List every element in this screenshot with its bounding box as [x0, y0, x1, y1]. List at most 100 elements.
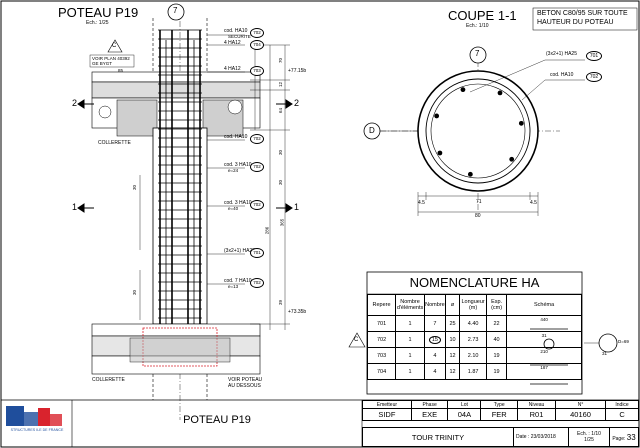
section-mark-702: 702 [586, 72, 602, 82]
cell-value: 10 [449, 336, 456, 343]
row-axis-label: D [369, 126, 375, 135]
cell-value: 703 [376, 352, 387, 359]
nomenclature-cell: 2.10 [459, 347, 487, 364]
nomenclature-cell: 440 [506, 315, 582, 332]
voir-poteau-1: VOIR POTEAU [228, 377, 263, 383]
dimension-label: 30 [278, 149, 284, 156]
elevation-callout-text: cod. 3 HA10 [224, 200, 252, 206]
dimension-label: 30 [132, 289, 138, 296]
grid-axis-bubble [167, 3, 185, 21]
nomenclature-cell: 31 [506, 331, 582, 348]
date-cell: Date : 23/03/2018 [513, 427, 569, 447]
nomenclature-cell: 12 [444, 347, 461, 364]
cell-value: 704 [376, 368, 387, 375]
cell-value: 2.73 [467, 336, 479, 343]
elevation-callout-mark: 702 [250, 162, 264, 172]
nomenclature-header: Schéma [506, 294, 582, 316]
dim-80: 80 [475, 213, 481, 219]
cartouche-value: 40160 [555, 408, 607, 421]
nomenclature-title: NOMENCLATURE HA [409, 275, 540, 290]
ech-1: 1/10 [591, 431, 601, 437]
cell-value: 25 [449, 320, 456, 327]
elevation-callout-mark: 703 [250, 66, 264, 76]
rebar-dot [434, 113, 440, 119]
section-scale: Ech.: 1/10 [466, 23, 489, 29]
elevation-callout-text: 4 HA12 [224, 66, 241, 72]
revision-c-marker: C [112, 43, 117, 49]
nomenclature-cell: 19 [485, 363, 508, 380]
nomenclature-cell: 40 [485, 331, 508, 348]
nomenclature-header: Esp. (cm) [485, 294, 508, 316]
nomenclature-cell: 1 [395, 315, 425, 332]
cartouche-header: Phase [410, 400, 449, 409]
cell-value: 4 [433, 352, 437, 359]
rebar-dot [460, 87, 466, 93]
nomenclature-cell: 187 [506, 363, 582, 380]
project-name: TOUR TRINITY [362, 427, 514, 447]
nomenclature-cell: 15 [423, 331, 446, 348]
cell-value: 1 [408, 352, 412, 359]
page-cell: Page: 33 [609, 427, 639, 447]
rebar-dot [497, 90, 503, 96]
cell-value: 2.10 [467, 352, 479, 359]
cut-mark-right: 2 [294, 98, 300, 108]
ech-label: Ech. : [577, 431, 590, 437]
cartouche-header: Lot [447, 400, 482, 409]
dimension-label: 70 [278, 57, 284, 64]
elevation-callout-text: 4 HA12 [224, 40, 241, 46]
nomenclature-cell: 25 [444, 315, 461, 332]
nomenclature-cell: 4.40 [459, 315, 487, 332]
cartouche-header: Emetteur [362, 400, 412, 409]
cell-value: 4 [433, 368, 437, 375]
cell-value: 15 [428, 335, 441, 344]
dim-4.5-left: 4.5 [418, 200, 425, 206]
cartouche-value: SIDF [362, 408, 412, 421]
elevation-callout-text: cod. 3 HA10 [224, 162, 252, 168]
cartouche-header: Type [480, 400, 519, 409]
elevation-callout-sub: SECURITE [228, 34, 251, 39]
company-name: STRUCTURES ILE DE FRANCE [10, 428, 64, 432]
date-label: Date : [516, 434, 530, 440]
dimension-label: 365 [279, 218, 285, 227]
dimension-label: 12 [278, 81, 284, 88]
cell-value: 187 [540, 364, 548, 370]
elevation-callout-mark: 702 [250, 200, 264, 210]
rebar-dot [509, 156, 515, 162]
cartouche-footer: TOUR TRINITY Date : 23/03/2018 Ech. : 1/… [362, 427, 639, 447]
dimension-label: 30 [132, 184, 138, 191]
cartouche-header: N° [555, 400, 607, 409]
section-callout-b: cod. HA10 [550, 72, 574, 78]
nomenclature-cell: 1 [395, 331, 425, 348]
cell-value: 702 [376, 336, 387, 343]
nomenclature-cell: 1 [395, 363, 425, 380]
cartouche-value: EXE [410, 408, 449, 421]
cartouche-value: C [605, 408, 639, 421]
nomenclature-cell: 210 [506, 347, 582, 364]
cartouche-value: 04A [447, 408, 482, 421]
concrete-note-line1: BETON C80/95 SUR TOUTE [537, 10, 628, 17]
elevation-scale: Ech.: 1/25 [86, 20, 109, 26]
concrete-note-line2: HAUTEUR DU POTEAU [537, 19, 614, 26]
elevation-callout-sub: e=24 [228, 168, 239, 173]
nomenclature-cell: 4 [423, 347, 446, 364]
cell-value: 1 [408, 320, 412, 327]
grid-axis-label: 7 [173, 6, 178, 15]
rebar-dot [518, 120, 524, 126]
date-value: 23/03/2018 [530, 434, 556, 440]
revision-c-marker-table: C [354, 337, 359, 343]
nomenclature-header: ø [444, 294, 461, 316]
nomenclature-cell: 22 [485, 315, 508, 332]
cell-value: 7 [433, 320, 437, 327]
elevation-view [77, 3, 293, 420]
cell-value: 19 [493, 368, 500, 375]
nomenclature-cell: 7 [423, 315, 446, 332]
detail-d69: D=69 [618, 339, 629, 344]
nomenclature-cell: 701 [366, 315, 397, 332]
dimension-label: 286 [264, 226, 270, 235]
note-plan-1: VOIR PLAN 40392 [92, 56, 130, 61]
